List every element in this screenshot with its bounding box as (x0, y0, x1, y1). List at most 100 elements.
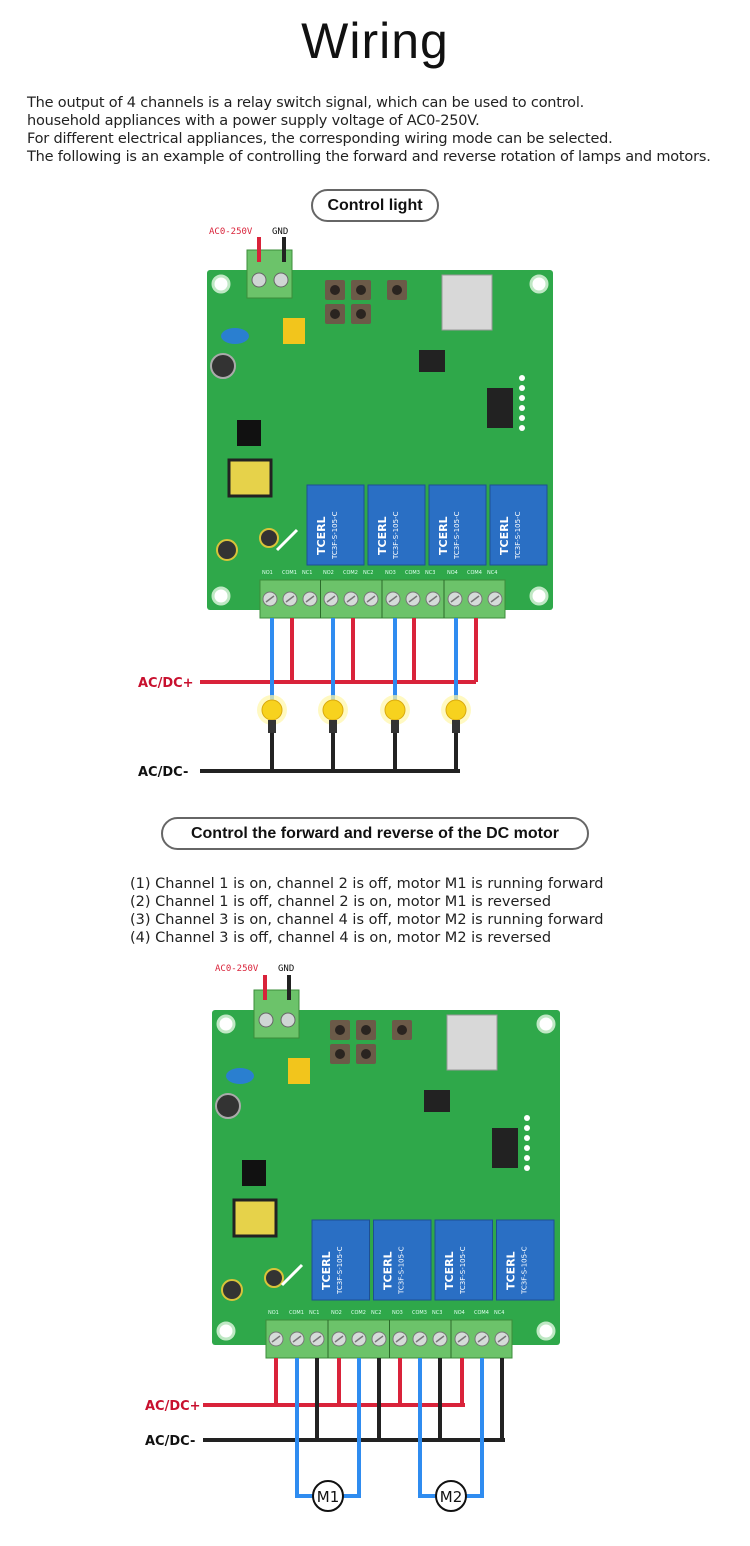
terminal-label: COM3 (405, 570, 420, 576)
relay (306, 484, 365, 566)
button-cap (330, 285, 340, 295)
gnd-label: GND (272, 227, 288, 237)
header-pin (524, 1155, 530, 1161)
minus-label: AC/DC- (138, 765, 188, 780)
mount-hole (536, 1014, 556, 1034)
mount-hole (536, 1321, 556, 1341)
relay-brand: TCERL (437, 516, 450, 555)
terminal-label: COM2 (343, 570, 358, 576)
relay (311, 1219, 370, 1301)
button-cap (392, 285, 402, 295)
screw-slot (435, 1335, 445, 1343)
lamp-bulb-icon (445, 699, 467, 721)
lamp-base (391, 720, 399, 733)
driver-chip (492, 1128, 518, 1168)
terminal-label: NO1 (268, 1310, 279, 1316)
header-pin (524, 1135, 530, 1141)
mcu-chip (424, 1090, 450, 1112)
screw-slot (312, 1335, 322, 1343)
mount-hole (529, 274, 549, 294)
button-cap (356, 285, 366, 295)
header-pin (519, 405, 525, 411)
lamp-base (329, 720, 337, 733)
terminal-label: NC4 (494, 1310, 504, 1316)
intro-line: For different electrical appliances, the… (27, 131, 613, 147)
relay (489, 484, 548, 566)
electrolytic-cap (215, 1093, 241, 1119)
terminal-label: COM1 (282, 570, 297, 576)
screw-slot (271, 1335, 281, 1343)
screw-slot (428, 595, 438, 603)
wifi-module (441, 274, 493, 331)
relay-brand: TCERL (505, 1251, 518, 1290)
wifi-module (446, 1014, 498, 1071)
relay-brand: TCERL (443, 1251, 456, 1290)
terminal-label: NO4 (447, 570, 458, 576)
button-cap (361, 1049, 371, 1059)
screw-slot (354, 1335, 364, 1343)
silkscreen-mark (275, 528, 299, 552)
relay-model: TC3F-S-105-C (459, 1246, 467, 1295)
button-cap (330, 309, 340, 319)
screw (280, 1012, 296, 1028)
mount-hole (529, 586, 549, 606)
gnd-label: GND (278, 964, 294, 974)
terminal-label: NC3 (425, 570, 435, 576)
relay (367, 484, 426, 566)
terminal-label: NO4 (454, 1310, 465, 1316)
relay-brand: TCERL (382, 1251, 395, 1290)
relay (496, 1219, 555, 1301)
mode-line: (3) Channel 3 is on, channel 4 is off, m… (130, 912, 604, 928)
mount-hole (211, 586, 231, 606)
blue-wire (295, 1358, 361, 1498)
terminal-label: COM4 (474, 1310, 489, 1316)
relay-model: TC3F-S-105-C (521, 1246, 529, 1295)
relay-brand: TCERL (498, 516, 511, 555)
lamp-bulb-icon (261, 699, 283, 721)
cap (264, 1268, 284, 1288)
relay-brand: TCERL (376, 516, 389, 555)
mode-line: (2) Channel 1 is off, channel 2 is on, m… (130, 894, 552, 910)
screw-slot (450, 595, 460, 603)
screw (258, 1012, 274, 1028)
terminal-label: NC2 (371, 1310, 381, 1316)
cap (259, 528, 279, 548)
screw-slot (326, 595, 336, 603)
relay-brand: TCERL (320, 1251, 333, 1290)
screw-slot (395, 1335, 405, 1343)
button-cap (361, 1025, 371, 1035)
screw-slot (346, 595, 356, 603)
varistor (221, 328, 249, 344)
screw-slot (415, 1335, 425, 1343)
header-pin (524, 1145, 530, 1151)
screw-slot (497, 1335, 507, 1343)
intro-line: The following is an example of controlli… (27, 149, 711, 165)
light-wiring (200, 237, 478, 773)
mount-hole (211, 274, 231, 294)
mode-line: (1) Channel 1 is on, channel 2 is off, m… (130, 876, 604, 892)
header-pin (519, 385, 525, 391)
motor-icon (435, 1480, 467, 1512)
screw-slot (305, 595, 315, 603)
plus-label: AC/DC+ (145, 1399, 201, 1414)
terminal-label: NC3 (432, 1310, 442, 1316)
header-pin (519, 415, 525, 421)
terminal-label: NO1 (262, 570, 273, 576)
cap (221, 1279, 243, 1301)
header-pin (524, 1125, 530, 1131)
mode-line: (4) Channel 3 is off, channel 4 is on, m… (130, 930, 552, 946)
screw-slot (408, 595, 418, 603)
header-pin (519, 425, 525, 431)
header-pin (524, 1115, 530, 1121)
terminal-label: NC4 (487, 570, 497, 576)
screw-slot (285, 595, 295, 603)
driver-chip (487, 388, 513, 428)
terminal-label: NO2 (323, 570, 334, 576)
intro-line: household appliances with a power supply… (27, 113, 480, 129)
relay-model: TC3F-S-105-C (398, 1246, 406, 1295)
terminal-label: COM2 (351, 1310, 366, 1316)
relay (434, 1219, 493, 1301)
